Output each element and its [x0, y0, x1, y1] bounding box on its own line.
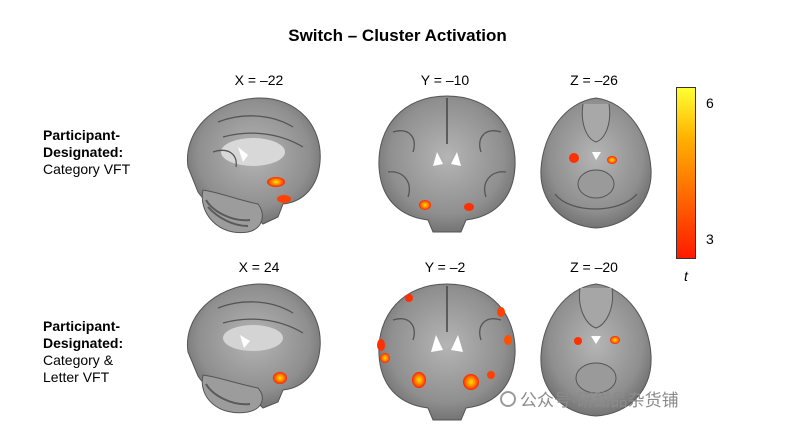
row2-label-bold: Participant-Designated:	[43, 318, 124, 351]
watermark: 公众号·研甜品杂货铺	[500, 386, 679, 411]
row1-sagittal-slice	[186, 97, 321, 234]
row2-axial-coord: Z = –20	[570, 259, 618, 275]
row2-coronal-slice	[377, 283, 516, 421]
colorbar-min-tick: 3	[706, 231, 714, 247]
wechat-icon	[500, 390, 516, 407]
row1-coronal-coord: Y = –10	[420, 72, 470, 88]
colorbar-max-tick: 6	[706, 95, 714, 111]
watermark-text: 公众号·研甜品杂货铺	[520, 391, 679, 410]
row1-label: Participant-Designated: Category VFT	[43, 127, 130, 178]
figure-title: Switch – Cluster Activation	[288, 26, 507, 45]
row1-axial-slice	[540, 97, 652, 229]
row2-label-line-1: Category &	[43, 352, 114, 368]
row2-sagittal-coord: X = 24	[238, 259, 280, 275]
row1-label-line: Category VFT	[43, 161, 131, 177]
colorbar	[676, 87, 696, 259]
row2-coronal-coord: Y = –2	[424, 259, 466, 275]
row1-sagittal-coord: X = –22	[234, 72, 284, 88]
colorbar-label: t	[684, 268, 688, 284]
row1-axial-coord: Z = –26	[570, 72, 618, 88]
row2-axial-slice	[540, 283, 652, 417]
row2-sagittal-slice	[186, 283, 321, 414]
row2-label: Participant-Designated: Category & Lette…	[43, 318, 123, 386]
row1-label-bold: Participant-Designated:	[43, 127, 124, 160]
row1-coronal-slice	[378, 95, 516, 233]
row2-label-line-2: Letter VFT	[43, 369, 110, 385]
